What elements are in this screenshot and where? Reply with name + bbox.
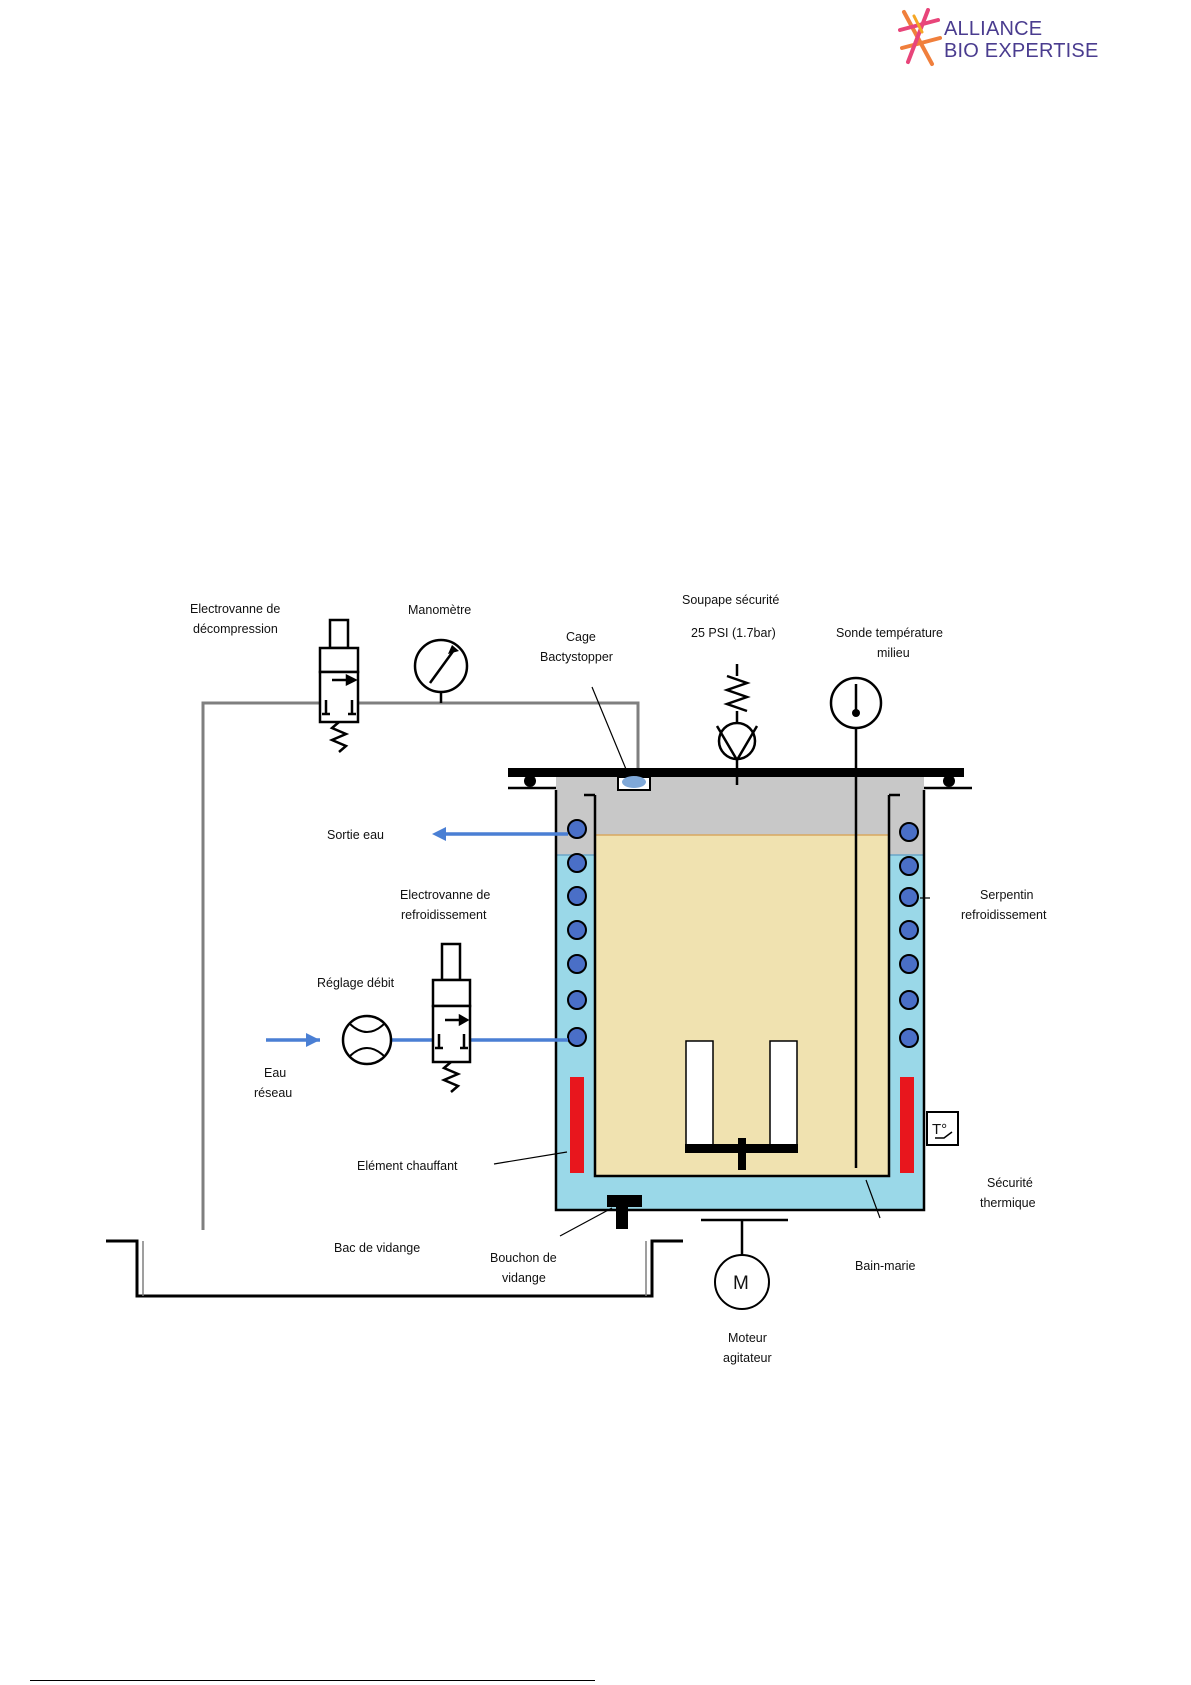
flow-regulator xyxy=(341,1014,393,1066)
cooling-solenoid-valve xyxy=(431,942,472,1093)
label-securite-2: thermique xyxy=(980,1196,1036,1210)
footer-rule xyxy=(30,1680,595,1681)
label-soupape-2: 25 PSI (1.7bar) xyxy=(691,626,776,640)
cooling-water-pipes xyxy=(266,832,568,1042)
agitator-motor xyxy=(701,1218,788,1310)
label-element-chauffant: Elément chauffant xyxy=(357,1159,458,1173)
manometer xyxy=(413,638,469,703)
drain-plug xyxy=(607,1195,642,1229)
label-securite-1: Sécurité xyxy=(987,1176,1033,1190)
label-cage-2: Bactystopper xyxy=(540,650,613,664)
sortie-eau-arrow xyxy=(432,827,446,841)
label-serpentin-1: Serpentin xyxy=(980,888,1034,902)
logo-text-line1: ALLIANCE xyxy=(944,18,1043,40)
label-eau-reseau-2: réseau xyxy=(254,1086,292,1100)
label-eau-reseau-1: Eau xyxy=(264,1066,286,1080)
label-sonde-2: milieu xyxy=(877,646,910,660)
logo-text-line2: BIO EXPERTISE xyxy=(944,40,1099,62)
cooling-coil-right xyxy=(899,822,919,1048)
heating-element-right xyxy=(900,1077,914,1173)
temperature-probe xyxy=(829,676,883,1168)
label-motor-symbol: M xyxy=(733,1273,749,1294)
alliance-bio-expertise-logo: ALLIANCE BIO EXPERTISE xyxy=(898,8,1098,68)
decompression-pipe xyxy=(201,701,640,1230)
eau-reseau-arrow xyxy=(306,1033,320,1047)
label-electrovanne-refroid-1: Electrovanne de xyxy=(400,888,490,902)
cooling-coil-left xyxy=(567,819,587,1047)
decompression-solenoid-valve xyxy=(318,618,360,753)
label-sonde-1: Sonde température xyxy=(836,626,943,640)
label-bouchon-1: Bouchon de xyxy=(490,1251,557,1265)
thermal-safety xyxy=(926,1111,959,1146)
culture-medium xyxy=(595,835,889,1176)
jacket-walls xyxy=(508,786,972,1212)
heating-element-left xyxy=(570,1077,584,1173)
label-bouchon-2: vidange xyxy=(502,1271,546,1285)
label-serpentin-2: refroidissement xyxy=(961,908,1047,922)
label-soupape-1: Soupape sécurité xyxy=(682,593,779,607)
leader-lines xyxy=(493,686,930,1237)
agitator xyxy=(685,1040,798,1170)
label-moteur-2: agitateur xyxy=(723,1351,772,1365)
label-bain-marie: Bain-marie xyxy=(855,1259,915,1273)
label-reglage-debit: Réglage débit xyxy=(317,976,395,990)
label-electrovanne-decompression-2: décompression xyxy=(193,622,278,636)
label-manometre: Manomètre xyxy=(408,603,471,617)
label-electrovanne-refroid-2: refroidissement xyxy=(401,908,487,922)
label-cage-1: Cage xyxy=(566,630,596,644)
label-thermal-symbol: T° xyxy=(932,1121,947,1138)
label-bac-vidange: Bac de vidange xyxy=(334,1241,420,1255)
label-electrovanne-decompression-1: Electrovanne de xyxy=(190,602,280,616)
logo-mark-icon xyxy=(898,8,942,66)
label-sortie-eau: Sortie eau xyxy=(327,828,384,842)
drain-basin xyxy=(106,1239,683,1298)
label-moteur-1: Moteur xyxy=(728,1331,767,1345)
safety-valve xyxy=(715,664,759,785)
